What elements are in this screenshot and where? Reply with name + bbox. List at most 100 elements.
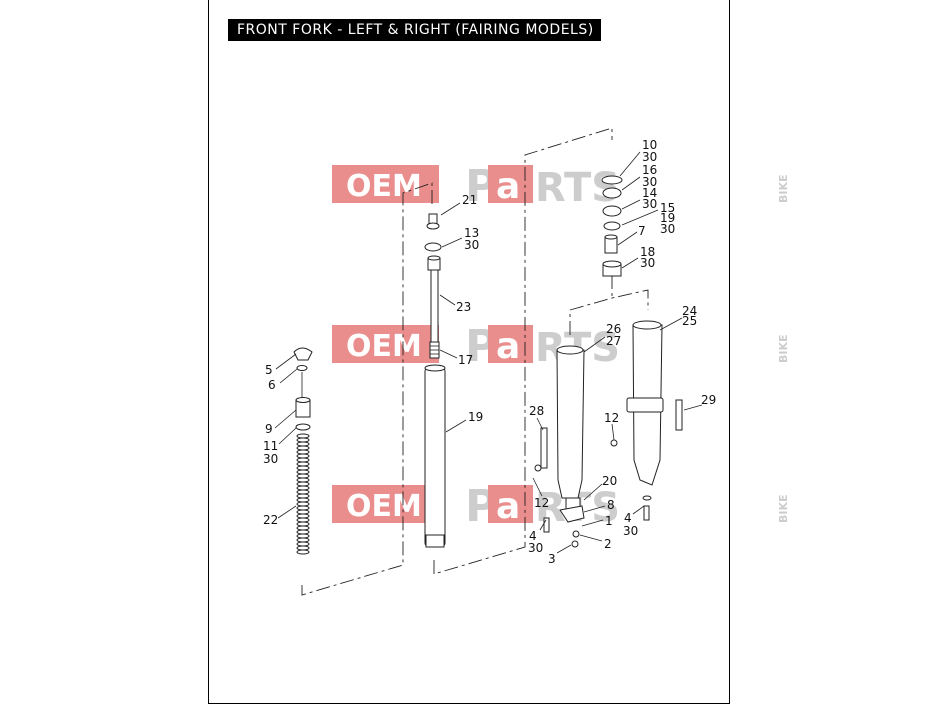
callout-11: 11: [263, 439, 278, 453]
callout-19: 19: [468, 410, 483, 424]
callout-30: 30: [464, 238, 479, 252]
callout-30: 30: [623, 524, 638, 538]
spring-coil: [296, 537, 310, 543]
spring-coil: [296, 465, 310, 471]
callout-4: 4: [624, 511, 632, 525]
spring-coil: [296, 505, 310, 511]
watermark-bike: BIKE: [777, 494, 790, 523]
watermark-a: a: [496, 486, 520, 527]
watermark-oem: OEM: [346, 489, 422, 524]
spring-coil: [296, 445, 310, 451]
callout-6: 6: [268, 378, 276, 392]
callout-30: 30: [642, 150, 657, 164]
spring-coil: [296, 533, 310, 539]
callout-4: 4: [529, 529, 537, 543]
spring-coil: [296, 433, 310, 439]
spring-coil: [296, 545, 310, 551]
watermark-bike: BIKE: [777, 334, 790, 363]
callout-27: 27: [606, 334, 621, 348]
callout-13: 13: [464, 226, 479, 240]
callout-26: 26: [606, 322, 621, 336]
spring-coil: [296, 485, 310, 491]
callout-1: 1: [605, 514, 613, 528]
callout-21: 21: [462, 193, 477, 207]
watermark-a: a: [496, 166, 520, 207]
diagram-frame: [208, 0, 730, 704]
watermark-oem: OEM: [346, 169, 422, 204]
callout-29: 29: [701, 393, 716, 407]
watermark-oem-box: [332, 165, 439, 203]
diagram-title: FRONT FORK - LEFT & RIGHT (FAIRING MODEL…: [228, 19, 601, 41]
spring-coil: [296, 437, 310, 443]
fork-spring: [296, 433, 310, 555]
spring-coil: [296, 473, 310, 479]
spring-coil: [296, 541, 310, 547]
callout-8: 8: [607, 498, 615, 512]
callout-25: 25: [682, 314, 697, 328]
callout-16: 16: [642, 163, 657, 177]
watermark-a-box: [488, 165, 533, 203]
callout-7: 7: [638, 224, 646, 238]
callout-23: 23: [456, 300, 471, 314]
callout-28: 28: [529, 404, 544, 418]
callout-30: 30: [660, 222, 675, 236]
callout-24: 24: [682, 304, 697, 318]
leader-lines: [274, 151, 703, 554]
spring-coil: [296, 453, 310, 459]
spring-coil: [296, 549, 310, 555]
spring-coil: [296, 489, 310, 495]
spring-coil: [296, 525, 310, 531]
damper-assembly: [424, 213, 446, 548]
right-slider: [543, 320, 683, 548]
callout-2: 2: [604, 537, 612, 551]
callout-20: 20: [602, 474, 617, 488]
spring-coil: [296, 501, 310, 507]
spring-coil: [296, 461, 310, 467]
watermark-a: a: [496, 326, 520, 367]
callout-3: 3: [548, 552, 556, 566]
callout-30: 30: [642, 175, 657, 189]
callout-19: 19: [660, 211, 675, 225]
callout-30: 30: [263, 452, 278, 466]
callout-17: 17: [458, 353, 473, 367]
watermark: OEM BIKE P a RTS OEM BIKE P a RTS OEM BI…: [332, 161, 790, 532]
fork-cap-assembly: [293, 347, 313, 431]
callout-15: 15: [660, 201, 675, 215]
callout-10: 10: [642, 138, 657, 152]
spring-coil: [296, 481, 310, 487]
callout-12: 12: [604, 411, 619, 425]
callout-30: 30: [642, 197, 657, 211]
spring-coil: [296, 529, 310, 535]
callout-5: 5: [265, 363, 273, 377]
watermark-a-box: [488, 485, 533, 523]
watermark-rts: RTS: [535, 165, 620, 211]
watermark-oem-box: [332, 485, 439, 523]
assembly-lines: [301, 127, 649, 596]
callout-22: 22: [263, 513, 278, 527]
spring-coil: [296, 469, 310, 475]
spring-coil: [296, 457, 310, 463]
seal-stack: [601, 175, 623, 277]
spring-coil: [296, 521, 310, 527]
callout-12: 12: [534, 496, 549, 510]
left-slider: [534, 345, 585, 523]
watermark-bike: BIKE: [777, 174, 790, 203]
callout-labels: 10 30 16 30 14 30 15 19 30 7 18 30 21 13…: [263, 138, 716, 566]
spring-coil: [296, 477, 310, 483]
watermark-oem-box: [332, 325, 439, 363]
callout-14: 14: [642, 186, 657, 200]
spring-coil: [296, 441, 310, 447]
spring-coil: [296, 449, 310, 455]
callout-9: 9: [265, 422, 273, 436]
spring-coil: [296, 513, 310, 519]
spring-coil: [296, 497, 310, 503]
spring-coil: [296, 493, 310, 499]
callout-30: 30: [640, 256, 655, 270]
watermark-a-box: [488, 325, 533, 363]
callout-30: 30: [528, 541, 543, 555]
watermark-oem: OEM: [346, 329, 422, 364]
spring-coil: [296, 509, 310, 515]
callout-18: 18: [640, 245, 655, 259]
spring-coil: [296, 517, 310, 523]
